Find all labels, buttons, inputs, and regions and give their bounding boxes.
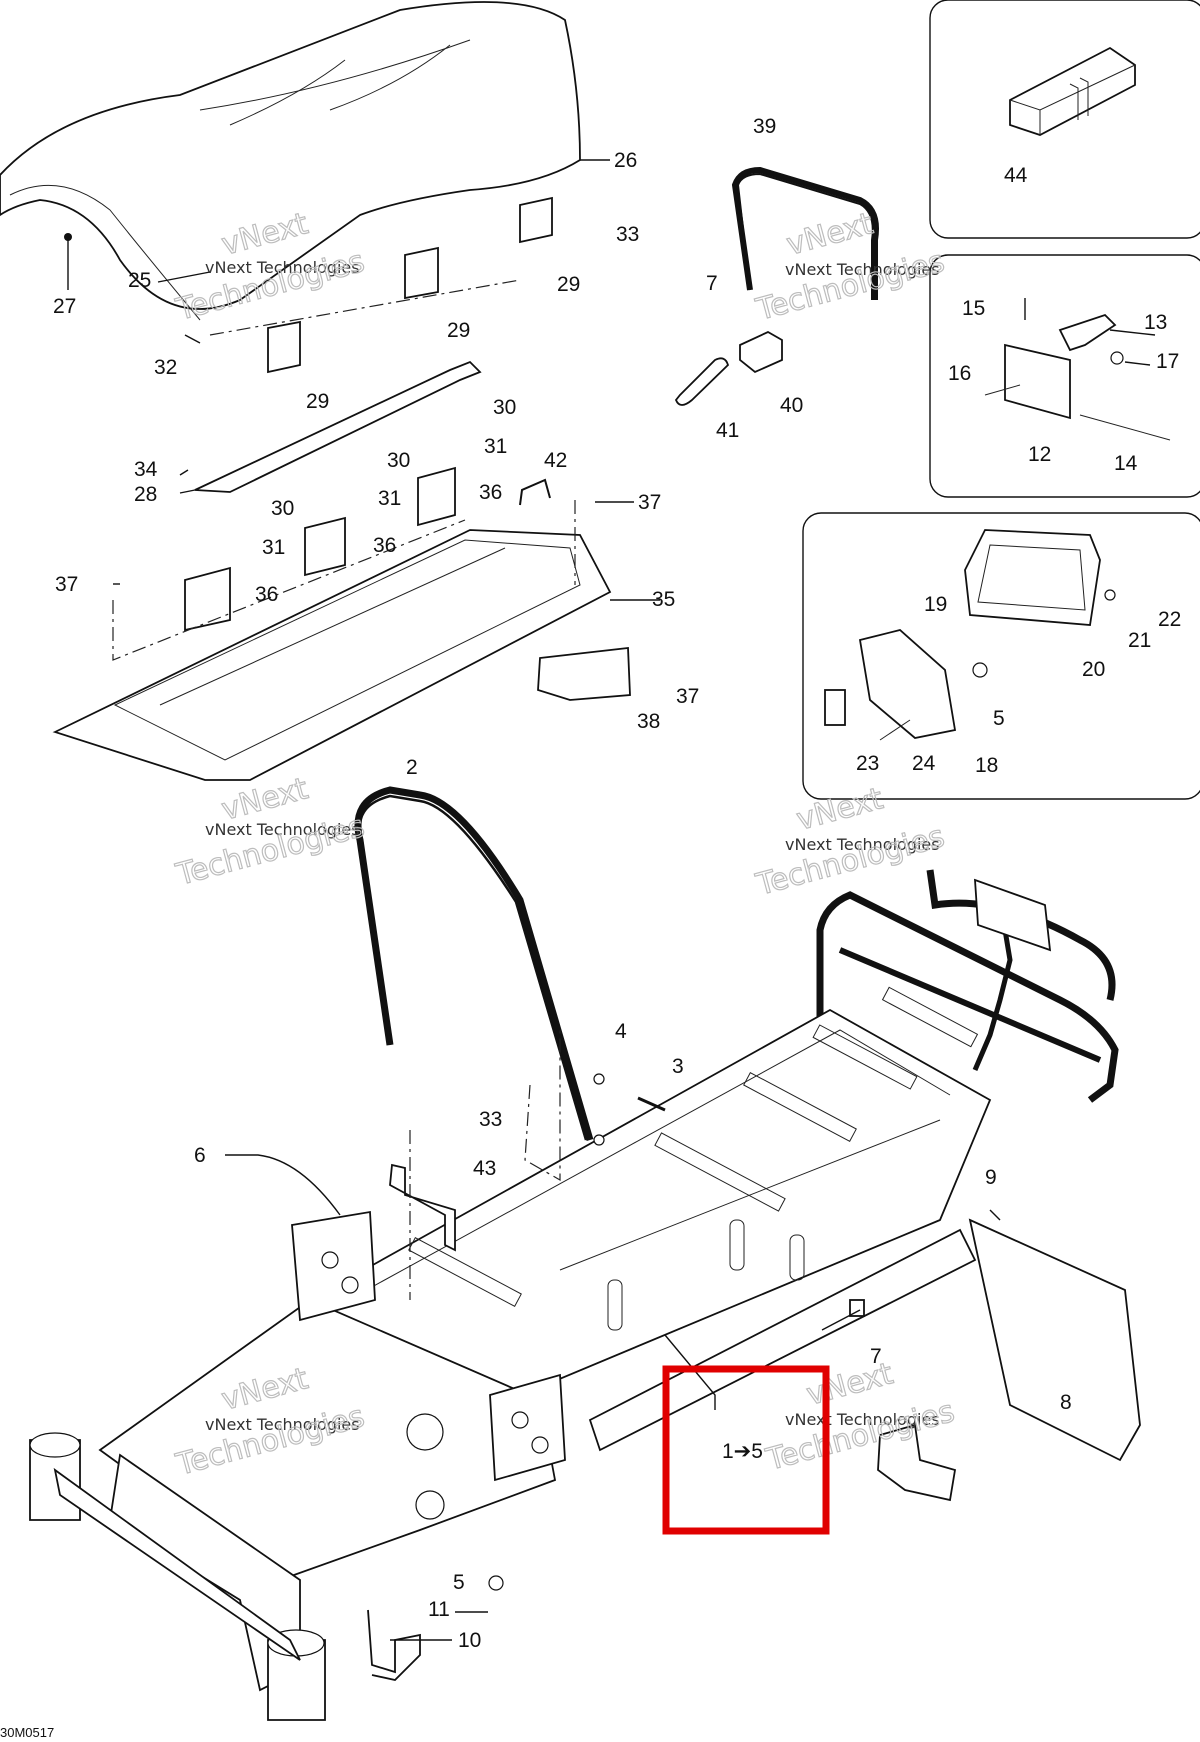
callout-6: 6 bbox=[194, 1144, 206, 1167]
callout-33b: 33 bbox=[479, 1108, 502, 1131]
callout-labels: 2 3 4 5 5 6 7 7 8 9 10 11 12 13 14 15 16… bbox=[53, 115, 1181, 1652]
callout-18: 18 bbox=[975, 754, 998, 777]
callout-10: 10 bbox=[458, 1629, 481, 1652]
tunnel-frame bbox=[308, 986, 992, 1462]
callout-19: 19 bbox=[924, 593, 947, 616]
callout-24: 24 bbox=[912, 752, 936, 775]
seat-hinges bbox=[267, 196, 553, 374]
callout-30b: 30 bbox=[387, 449, 410, 472]
callout-34: 34 bbox=[134, 458, 158, 481]
clip-7 bbox=[849, 1299, 865, 1317]
callout-23: 23 bbox=[856, 752, 879, 775]
callout-27: 27 bbox=[53, 295, 76, 318]
washer-4b bbox=[593, 1134, 605, 1146]
callout-37b: 37 bbox=[55, 573, 78, 596]
range-label: 1➔5 bbox=[722, 1440, 763, 1463]
callout-17: 17 bbox=[1156, 350, 1179, 373]
callout-39: 39 bbox=[753, 115, 776, 138]
svg-text:vNext: vNext bbox=[793, 781, 887, 838]
callout-13: 13 bbox=[1144, 311, 1167, 334]
bracket-10 bbox=[367, 1609, 421, 1681]
clip-41 bbox=[674, 357, 730, 406]
drawing-code: 30M0517 bbox=[0, 1725, 54, 1740]
callout-41: 41 bbox=[716, 419, 739, 442]
backrest-loop bbox=[354, 786, 594, 1141]
callout-31c: 31 bbox=[262, 536, 285, 559]
callout-31a: 31 bbox=[484, 435, 507, 458]
inset-box-bracket bbox=[929, 254, 1200, 498]
bracket-43 bbox=[389, 1163, 456, 1252]
callout-5: 5 bbox=[993, 707, 1005, 730]
callout-37a: 37 bbox=[638, 491, 661, 514]
callout-5b: 5 bbox=[453, 1571, 465, 1594]
svg-text:Technologies: Technologies bbox=[752, 819, 948, 903]
seat-support-bar bbox=[194, 360, 482, 493]
callout-40: 40 bbox=[780, 394, 803, 417]
callout-21: 21 bbox=[1128, 629, 1151, 652]
nut-5 bbox=[488, 1575, 504, 1591]
hook-42 bbox=[519, 478, 551, 506]
svg-text:vNext Technologies: vNext Technologies bbox=[785, 835, 940, 854]
callout-42: 42 bbox=[544, 449, 567, 472]
leader-lines bbox=[67, 159, 1156, 1641]
callout-15: 15 bbox=[962, 297, 985, 320]
callout-4: 4 bbox=[615, 1020, 627, 1043]
callout-2: 2 bbox=[406, 756, 418, 779]
bolt-3 bbox=[637, 1096, 666, 1112]
callout-12: 12 bbox=[1028, 443, 1051, 466]
svg-text:vNext: vNext bbox=[783, 206, 877, 263]
callout-8: 8 bbox=[1060, 1391, 1072, 1414]
svg-text:vNext: vNext bbox=[803, 1356, 897, 1413]
callout-43: 43 bbox=[473, 1157, 496, 1180]
inset-box-tool-bag bbox=[929, 0, 1200, 239]
callout-7b: 7 bbox=[870, 1345, 882, 1368]
highlight-box bbox=[662, 1365, 830, 1535]
callout-3: 3 bbox=[672, 1055, 684, 1078]
callout-38: 38 bbox=[637, 710, 660, 733]
grab-handle bbox=[731, 166, 879, 300]
svg-text:vNext Technologies: vNext Technologies bbox=[785, 260, 940, 279]
callout-29c: 29 bbox=[306, 390, 329, 413]
svg-text:vNext Technologies: vNext Technologies bbox=[205, 258, 360, 277]
snow-flap bbox=[968, 1218, 1141, 1462]
callout-33a: 33 bbox=[616, 223, 639, 246]
callout-20: 20 bbox=[1082, 658, 1105, 681]
callout-31b: 31 bbox=[378, 487, 401, 510]
callout-25: 25 bbox=[128, 269, 151, 292]
rear-bracket bbox=[877, 1423, 957, 1502]
callout-7: 7 bbox=[706, 272, 718, 295]
callout-36c: 36 bbox=[255, 583, 278, 606]
svg-text:vNext Technologies: vNext Technologies bbox=[205, 820, 360, 839]
seat-assembly bbox=[0, 1, 581, 321]
bracket-40 bbox=[739, 330, 783, 374]
callout-28: 28 bbox=[134, 483, 157, 506]
callout-9: 9 bbox=[985, 1166, 997, 1189]
callout-29b: 29 bbox=[447, 319, 470, 342]
callout-36b: 36 bbox=[373, 534, 396, 557]
rear-rack bbox=[816, 869, 1119, 1103]
callout-35: 35 bbox=[652, 588, 675, 611]
callout-44: 44 bbox=[1004, 164, 1028, 187]
inset-box-taillight bbox=[802, 512, 1200, 800]
callout-16: 16 bbox=[948, 362, 971, 385]
callout-37c: 37 bbox=[676, 685, 699, 708]
callout-22: 22 bbox=[1158, 608, 1181, 631]
washer-4a bbox=[593, 1073, 605, 1085]
callout-30c: 30 bbox=[271, 497, 294, 520]
callout-32: 32 bbox=[154, 356, 177, 379]
storage-tray bbox=[52, 466, 631, 781]
callout-30a: 30 bbox=[493, 396, 516, 419]
alignment-lines bbox=[112, 279, 576, 1300]
callout-11: 11 bbox=[428, 1598, 450, 1621]
front-frame bbox=[29, 1210, 566, 1721]
callout-14: 14 bbox=[1114, 452, 1138, 475]
svg-text:Technologies: Technologies bbox=[752, 244, 948, 328]
callout-36a: 36 bbox=[479, 481, 502, 504]
svg-text:vNext Technologies: vNext Technologies bbox=[205, 1415, 360, 1434]
callout-26: 26 bbox=[614, 149, 637, 172]
callout-29a: 29 bbox=[557, 273, 580, 296]
